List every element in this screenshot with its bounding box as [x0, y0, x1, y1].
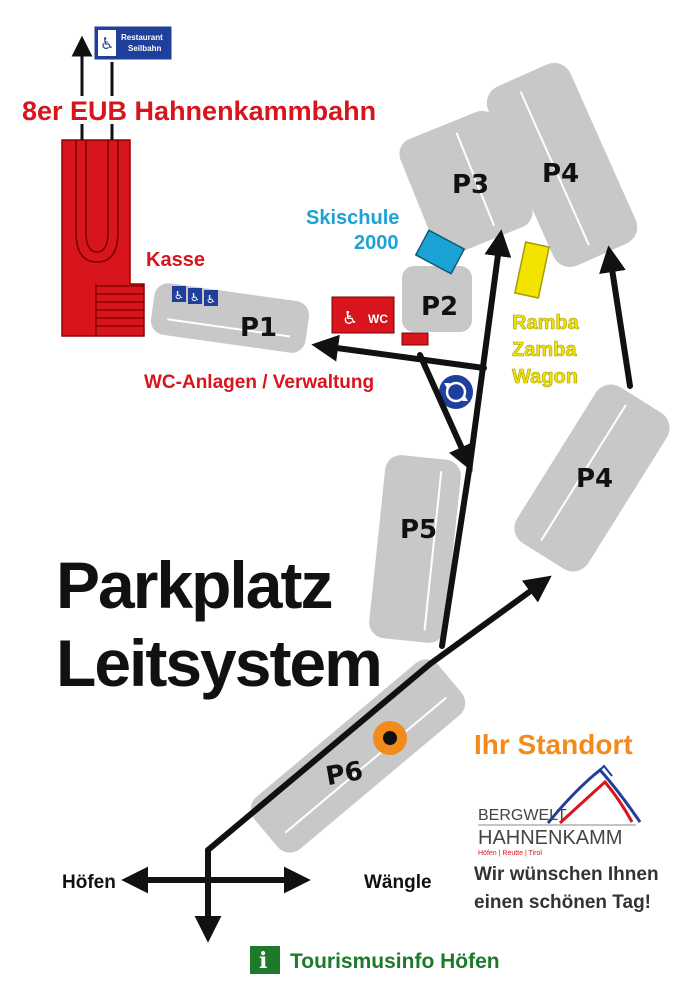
disabled-parking-icons: ♿ ♿ ♿ [172, 286, 218, 306]
lot-label-p6: P6 [324, 756, 366, 792]
ramba-zamba-marker [513, 241, 551, 299]
lot-label-p5: P5 [400, 515, 437, 545]
sign-line2: Seilbahn [128, 44, 161, 53]
logo-line1: BERGWELT [478, 807, 567, 824]
skischule-label-line2: 2000 [354, 232, 399, 254]
parking-lot-p6 [250, 659, 466, 853]
svg-text:♿: ♿ [206, 293, 216, 306]
svg-text:♿: ♿ [174, 289, 184, 302]
logo-line3: Höfen | Reutte | Tirol [478, 850, 542, 857]
parking-lot-p3 [399, 110, 533, 256]
restaurant-seilbahn-sign: ♿ Restaurant Seilbahn [93, 25, 173, 61]
lot-label-p4-top: P4 [542, 159, 579, 189]
parking-lot-p4-right [514, 384, 670, 572]
parking-lot-p2 [402, 266, 472, 332]
sign-line1: Restaurant [121, 33, 163, 42]
wish-line2: einen schönen Tag! [474, 892, 651, 913]
bergwelt-hahnenkamm-logo: BERGWELT HAHNENKAMM Höfen | Reutte | Tir… [478, 764, 642, 857]
lot-label-p3: P3 [452, 170, 489, 200]
wish-line1: Wir wünschen Ihnen [474, 864, 659, 885]
direction-hoefen: Höfen [62, 872, 116, 893]
lot-label-p4-right: P4 [576, 464, 613, 494]
ramba-label-line1: Ramba [512, 312, 580, 334]
info-icon: i [259, 948, 267, 974]
lift-station [61, 139, 145, 337]
ramba-label-line3: Wagon [512, 366, 578, 388]
ramba-label-line2: Zamba [512, 339, 577, 361]
tourismusinfo-label: Tourismusinfo Höfen [290, 950, 500, 973]
direction-waengle: Wängle [364, 872, 432, 893]
wc-label: WC [368, 312, 388, 326]
parking-lot-p5 [369, 455, 461, 643]
roundabout-icon [437, 373, 475, 411]
wc-building-marker [401, 332, 429, 346]
lot-label-p1: P1 [240, 313, 277, 343]
tourismusinfo: i Tourismusinfo Höfen [250, 946, 500, 974]
skischule-marker [414, 229, 466, 275]
title-line2: Leitsystem [56, 626, 381, 700]
title-line1: Parkplatz [56, 548, 331, 622]
wheelchair-icon: ♿ [100, 34, 114, 53]
kasse-label: Kasse [146, 249, 205, 271]
skischule-label-line1: Skischule [306, 207, 399, 229]
svg-text:♿: ♿ [190, 291, 200, 304]
wc-sign: ♿ WC [331, 296, 395, 334]
wheelchair-icon: ♿ [342, 308, 358, 329]
wc-anlagen-label: WC-Anlagen / Verwaltung [144, 372, 374, 393]
lot-label-p2: P2 [421, 292, 458, 322]
standort-marker [373, 721, 407, 755]
logo-line2: HAHNENKAMM [478, 827, 622, 849]
standort-label: Ihr Standort [474, 729, 633, 760]
road-network [121, 229, 633, 943]
parking-lot-p4-top [486, 62, 638, 268]
lift-name-label: 8er EUB Hahnenkammbahn [22, 96, 376, 126]
